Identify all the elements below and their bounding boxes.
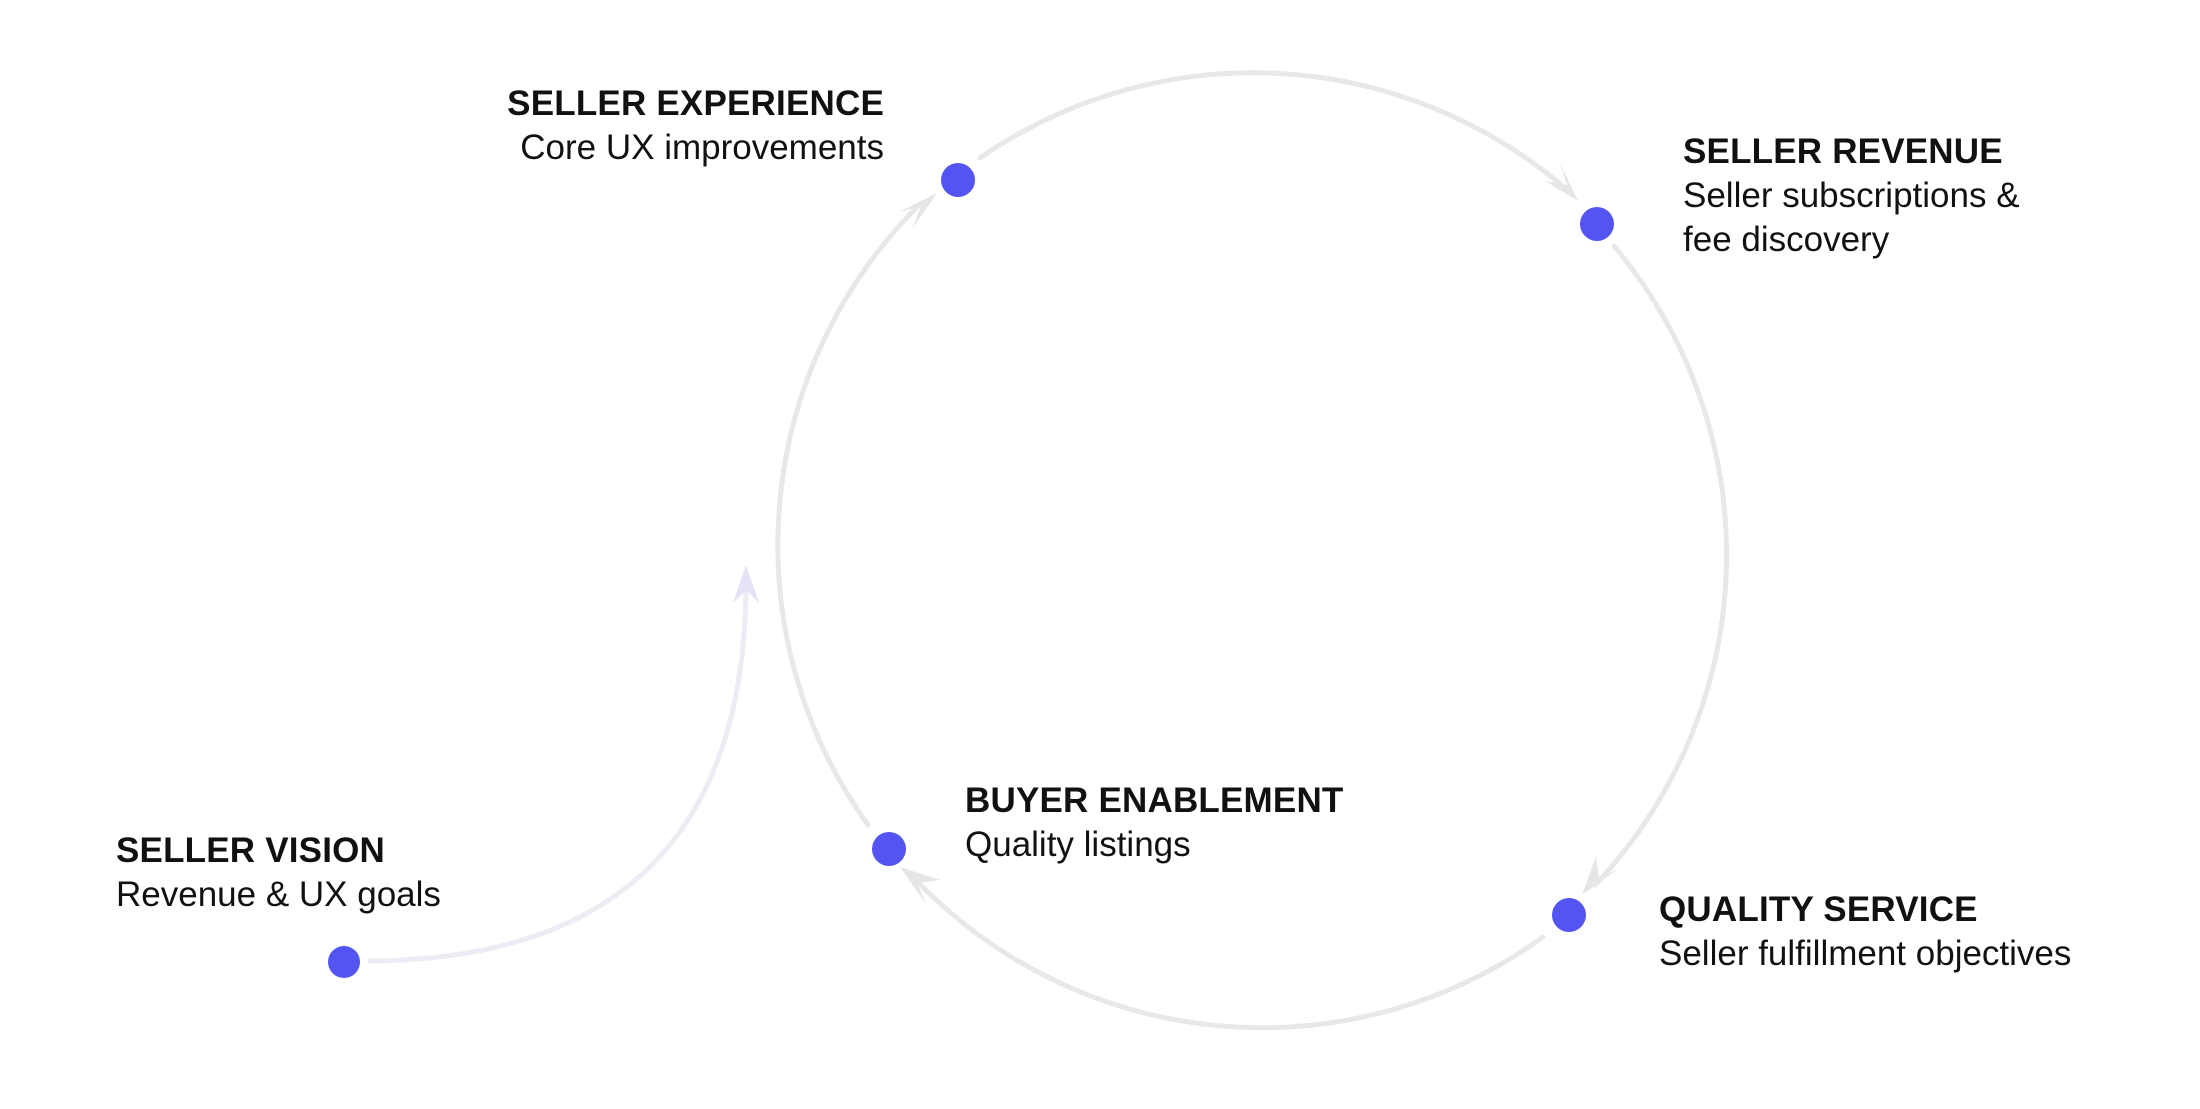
node-title: SELLER VISION (116, 831, 386, 870)
node-subtitle: Seller fulfillment objectives (1659, 934, 2072, 973)
node-title: QUALITY SERVICE (1659, 890, 1978, 929)
arc-vision-to-cycle (367, 587, 749, 964)
node-label-quality-service: QUALITY SERVICE Seller fulfillment objec… (1659, 888, 2071, 976)
arrowhead-to-revenue (1545, 163, 1578, 201)
node-label-buyer-enablement: BUYER ENABLEMENT Quality listings (965, 779, 1344, 867)
arc-experience-to-revenue (977, 70, 1568, 191)
node-label-seller-revenue: SELLER REVENUE Seller subscriptions & fe… (1683, 130, 2020, 262)
node-subtitle: Core UX improvements (520, 128, 884, 167)
node-title: SELLER EXPERIENCE (507, 84, 884, 123)
node-title: SELLER REVENUE (1683, 132, 2003, 171)
node-dot-buyer-enablement (872, 832, 906, 866)
arrowhead-to-quality (1582, 856, 1619, 895)
node-label-seller-vision: SELLER VISION Revenue & UX goals (116, 829, 441, 917)
node-label-seller-experience: SELLER EXPERIENCE Core UX improvements (507, 82, 884, 170)
arrowhead-to-experience (899, 193, 937, 228)
node-dot-seller-revenue (1580, 207, 1614, 241)
node-title: BUYER ENABLEMENT (965, 781, 1344, 820)
node-dot-seller-experience (941, 163, 975, 197)
node-dot-seller-vision (328, 946, 360, 978)
arc-buyer-to-experience (775, 201, 923, 828)
node-dot-quality-service (1552, 898, 1586, 932)
arc-quality-to-buyer (911, 875, 1546, 1031)
arrowhead-to-buyer (900, 867, 940, 904)
node-subtitle-line-2: fee discovery (1683, 220, 1890, 259)
arrowhead-vision-entry (733, 565, 759, 603)
node-subtitle: Revenue & UX goals (116, 875, 441, 914)
node-subtitle-line-1: Seller subscriptions & (1683, 176, 2020, 215)
node-subtitle: Quality listings (965, 825, 1191, 864)
arc-revenue-to-quality (1592, 243, 1730, 888)
